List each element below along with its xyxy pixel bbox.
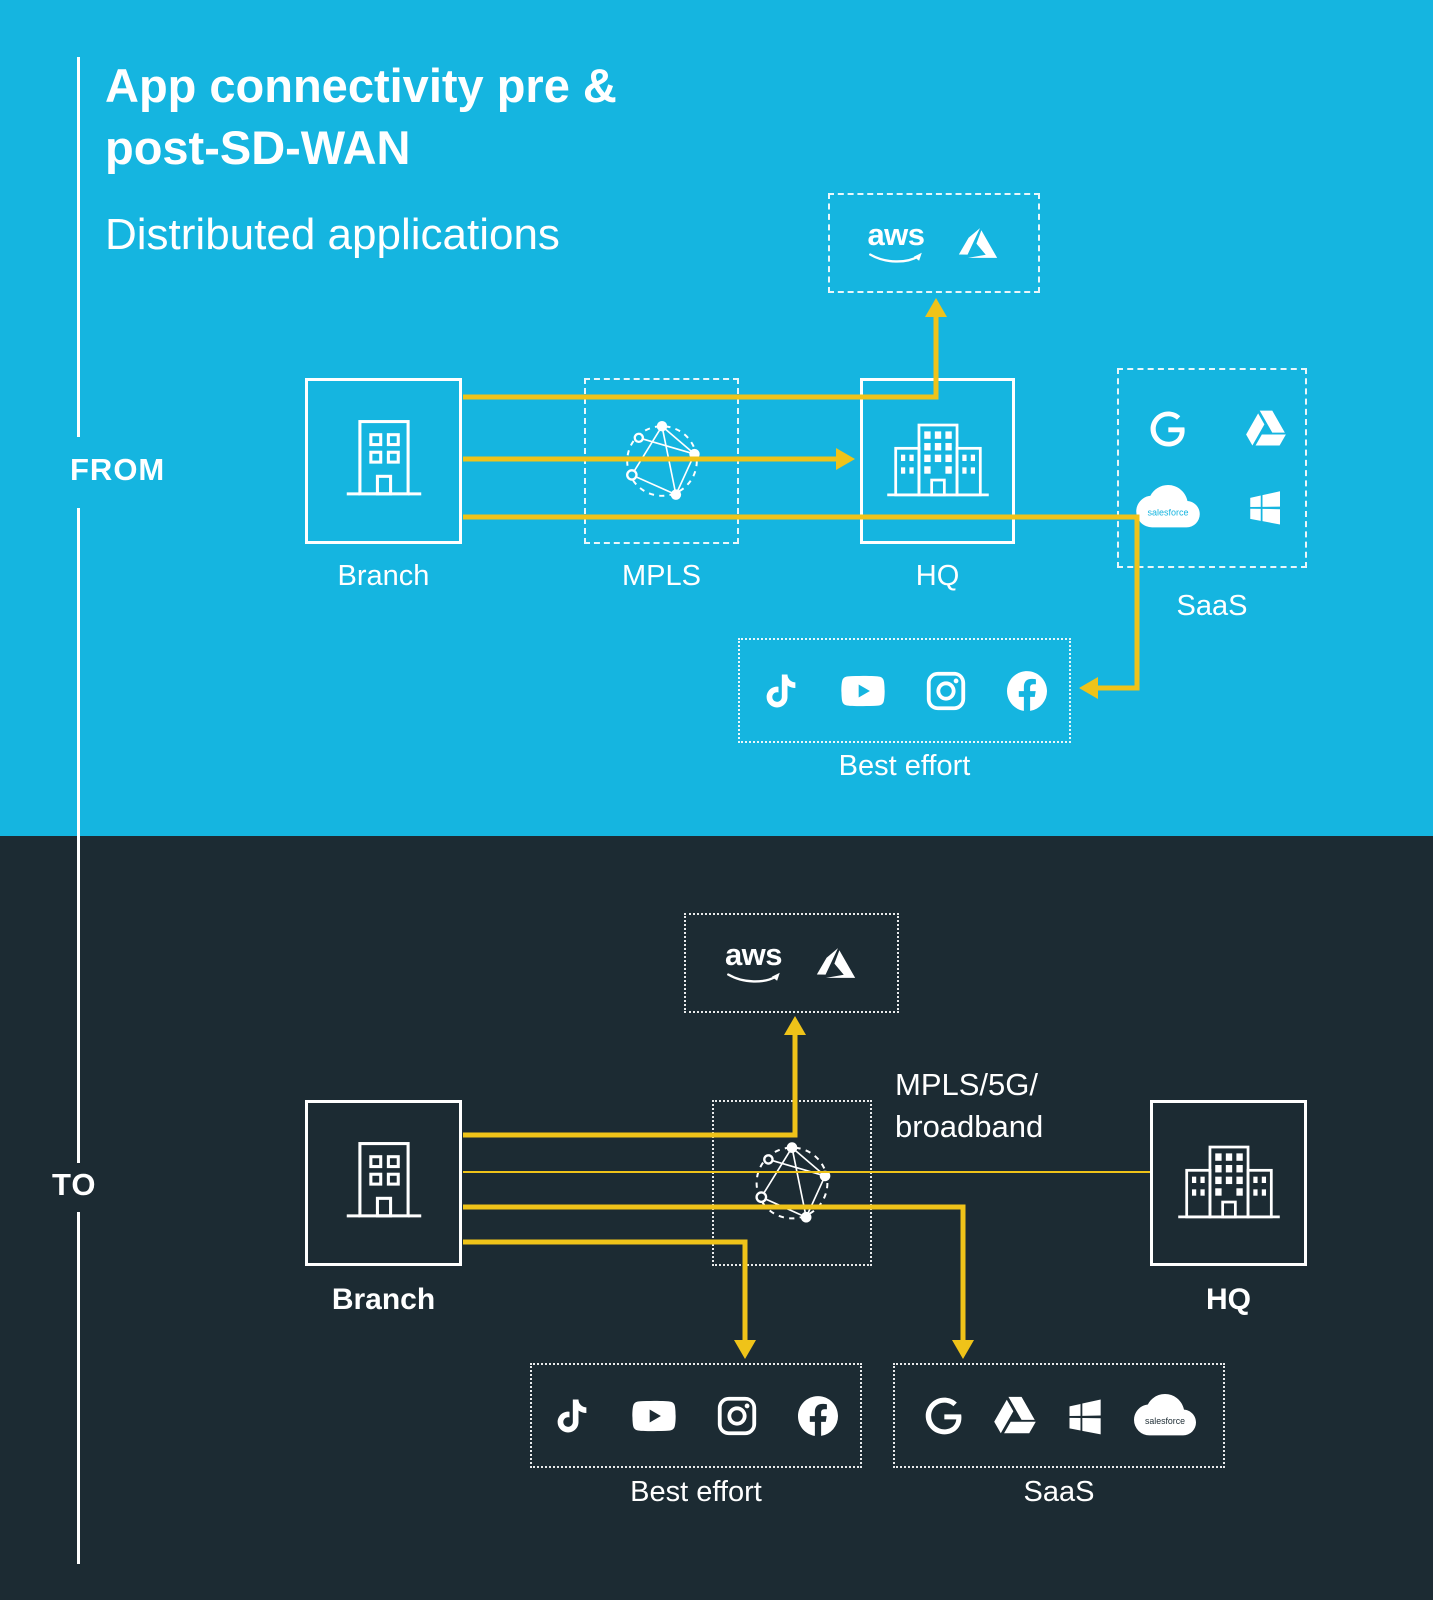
hq-building-icon [883, 416, 993, 506]
hq-box [1150, 1100, 1307, 1266]
hq-building-icon [1174, 1138, 1284, 1228]
best-effort-box [530, 1363, 862, 1468]
timeline-segment-top [77, 57, 80, 437]
link-type-label: MPLS/5G/ broadband [895, 1064, 1043, 1148]
cloud-providers-box: aws [684, 913, 899, 1013]
aws-swoosh-icon [869, 252, 922, 263]
google-drive-icon [1244, 407, 1288, 451]
youtube-icon [837, 665, 889, 717]
saas-box: salesforce [893, 1363, 1225, 1468]
from-label: FROM [70, 452, 166, 487]
hq-label: HQ [915, 560, 960, 592]
link-type-line1: MPLS/5G/ [895, 1067, 1038, 1102]
pre-sdwan-panel: App connectivity pre & post-SD-WAN Distr… [0, 0, 1433, 836]
best-effort-box [738, 638, 1071, 743]
google-icon [1147, 408, 1189, 450]
branch-building-icon [338, 415, 430, 507]
branch-label: Branch [337, 560, 430, 592]
branch-box [305, 378, 462, 544]
cloud-icons: aws [725, 939, 859, 987]
branch-label: Branch [331, 1283, 436, 1316]
best-effort-label: Best effort [838, 750, 971, 782]
facebook-icon [1003, 667, 1051, 715]
google-drive-icon [992, 1393, 1038, 1439]
tiktok-icon [550, 1394, 594, 1438]
aws-swoosh-icon [726, 972, 780, 983]
mpls-label: MPLS [622, 560, 701, 592]
instagram-icon [923, 668, 969, 714]
facebook-icon [794, 1392, 842, 1440]
aws-icon: aws [725, 939, 783, 987]
mpls-box [584, 378, 739, 544]
microsoft-icon [1245, 486, 1287, 528]
cloud-icons: aws [867, 219, 1001, 267]
timeline-segment-middle [77, 508, 80, 1163]
google-icon [922, 1394, 966, 1438]
hq-label: HQ [1206, 1283, 1251, 1316]
salesforce-icon: salesforce [1134, 1393, 1196, 1435]
branch-building-icon [338, 1137, 430, 1229]
page-subtitle: Distributed applications [105, 210, 560, 259]
aws-logo-text: aws [867, 217, 925, 252]
saas-icons: salesforce [1136, 407, 1288, 530]
best-effort-icons [550, 1390, 842, 1442]
aws-logo-text: aws [724, 937, 783, 972]
timeline-segment-bottom [77, 1212, 80, 1564]
salesforce-logo-text: salesforce [1145, 1416, 1185, 1426]
link-type-line2: broadband [895, 1108, 1044, 1144]
tiktok-icon [759, 669, 803, 713]
salesforce-icon: salesforce [1136, 484, 1200, 527]
microsoft-icon [1064, 1394, 1108, 1438]
mpls-mesh-icon [604, 403, 720, 519]
cloud-providers-box: aws [828, 193, 1040, 293]
post-sdwan-panel: aws Branch MPLS/5G/ broadband [0, 836, 1433, 1600]
to-label: TO [52, 1167, 97, 1202]
hq-box [860, 378, 1015, 544]
saas-box: salesforce [1117, 368, 1307, 568]
saas-label: SaaS [1023, 1476, 1095, 1508]
azure-icon [955, 220, 1001, 266]
best-effort-label: Best effort [630, 1476, 762, 1508]
branch-box [305, 1100, 462, 1266]
page-title-line2: post-SD-WAN [105, 121, 411, 175]
saas-icons: salesforce [922, 1393, 1196, 1439]
aws-icon: aws [867, 219, 925, 267]
saas-label: SaaS [1176, 590, 1248, 622]
page-title: App connectivity pre & post-SD-WAN [105, 55, 617, 179]
azure-icon [813, 940, 859, 986]
salesforce-logo-text: salesforce [1147, 507, 1188, 517]
page-title-line1: App connectivity pre & [105, 59, 617, 112]
instagram-icon [714, 1393, 760, 1439]
best-effort-icons [759, 665, 1051, 717]
sdwan-mesh-icon [733, 1124, 851, 1242]
sdwan-mesh-box [712, 1100, 872, 1266]
youtube-icon [628, 1390, 680, 1442]
